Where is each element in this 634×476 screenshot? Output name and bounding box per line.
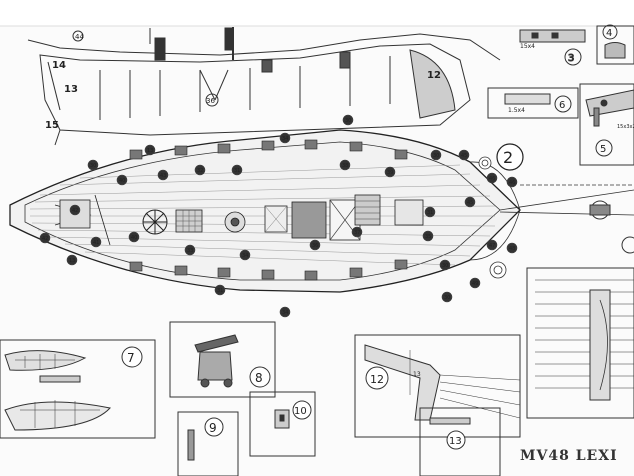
detail-5: 15x3x2 5 xyxy=(579,83,634,166)
detail-number: 3 xyxy=(568,53,574,64)
svg-text:46: 46 xyxy=(489,176,495,182)
detail-number: 4 xyxy=(606,28,612,39)
svg-text:46: 46 xyxy=(509,180,515,186)
callout-13: 13 xyxy=(64,84,78,95)
callout-12: 12 xyxy=(427,70,441,81)
callout-15: 15 xyxy=(45,120,59,131)
detail-8: 8 xyxy=(169,321,276,398)
svg-text:31: 31 xyxy=(234,168,240,174)
detail-6: 1.5x4 6 xyxy=(487,87,579,119)
svg-text:32: 32 xyxy=(197,168,203,174)
svg-text:42: 42 xyxy=(42,236,48,242)
detail-4: 4 xyxy=(596,24,634,65)
svg-text:13: 13 xyxy=(69,258,75,264)
svg-text:15x4: 15x4 xyxy=(520,43,535,50)
detail-10: 10 xyxy=(249,391,316,457)
svg-text:33: 33 xyxy=(187,248,193,254)
svg-text:41: 41 xyxy=(93,240,99,246)
detail-13: 13 xyxy=(419,407,501,476)
detail-3: 3 15x4 xyxy=(519,29,586,66)
detail-number: 13 xyxy=(449,436,462,447)
deck-callouts xyxy=(39,114,518,318)
detail-number: 6 xyxy=(559,100,565,111)
detail-7: 7 xyxy=(0,339,156,439)
detail-number-2: 2 xyxy=(503,148,513,167)
svg-text:30: 30 xyxy=(444,295,450,301)
svg-text:34: 34 xyxy=(282,136,288,142)
svg-text:30: 30 xyxy=(90,163,96,169)
svg-text:36: 36 xyxy=(312,243,318,249)
detail-number: 10 xyxy=(294,406,307,417)
svg-text:37: 37 xyxy=(354,230,360,236)
svg-text:13: 13 xyxy=(147,148,153,154)
svg-text:15x3x2: 15x3x2 xyxy=(617,124,634,130)
svg-text:48: 48 xyxy=(509,246,515,252)
detail-number: 12 xyxy=(370,373,384,386)
svg-text:30: 30 xyxy=(433,153,439,159)
capstan xyxy=(142,209,168,235)
callout-14: 14 xyxy=(52,60,66,71)
callout: 44 xyxy=(75,33,84,41)
detail-rail xyxy=(526,267,634,419)
detail-12: 13 12 xyxy=(354,334,521,438)
svg-text:34: 34 xyxy=(242,253,248,259)
svg-text:38: 38 xyxy=(342,163,348,169)
dim-note: 13 xyxy=(413,371,421,378)
deck-callout-labels: 30 13 34 30 30 45 46 46 45 31 39 38 31 32 43 40 42 4… xyxy=(42,118,515,316)
svg-text:35: 35 xyxy=(425,234,431,240)
svg-text:42: 42 xyxy=(72,208,78,214)
detail-number: 7 xyxy=(127,351,135,365)
svg-text:43: 43 xyxy=(160,173,166,179)
svg-text:31: 31 xyxy=(217,288,223,294)
sheet-title: MV48 LEXI xyxy=(520,448,618,464)
dim-note: 1.5x4 xyxy=(508,107,525,114)
svg-text:40: 40 xyxy=(119,178,125,184)
svg-text:47: 47 xyxy=(489,243,495,249)
svg-text:39: 39 xyxy=(387,170,393,176)
svg-text:30: 30 xyxy=(345,118,351,124)
callout: 36 xyxy=(206,97,215,105)
detail-9: 9 xyxy=(177,411,239,476)
detail-number: 8 xyxy=(255,371,263,385)
detail-number: 9 xyxy=(209,421,217,435)
svg-text:40: 40 xyxy=(131,235,137,241)
stern-hook xyxy=(589,200,634,254)
svg-text:45: 45 xyxy=(461,153,467,159)
svg-text:49: 49 xyxy=(472,281,478,287)
svg-text:34: 34 xyxy=(282,310,288,316)
svg-text:30: 30 xyxy=(442,263,448,269)
detail-number: 5 xyxy=(600,144,606,155)
svg-text:31: 31 xyxy=(427,210,433,216)
svg-text:45: 45 xyxy=(467,200,473,206)
hull-profile xyxy=(27,27,501,146)
